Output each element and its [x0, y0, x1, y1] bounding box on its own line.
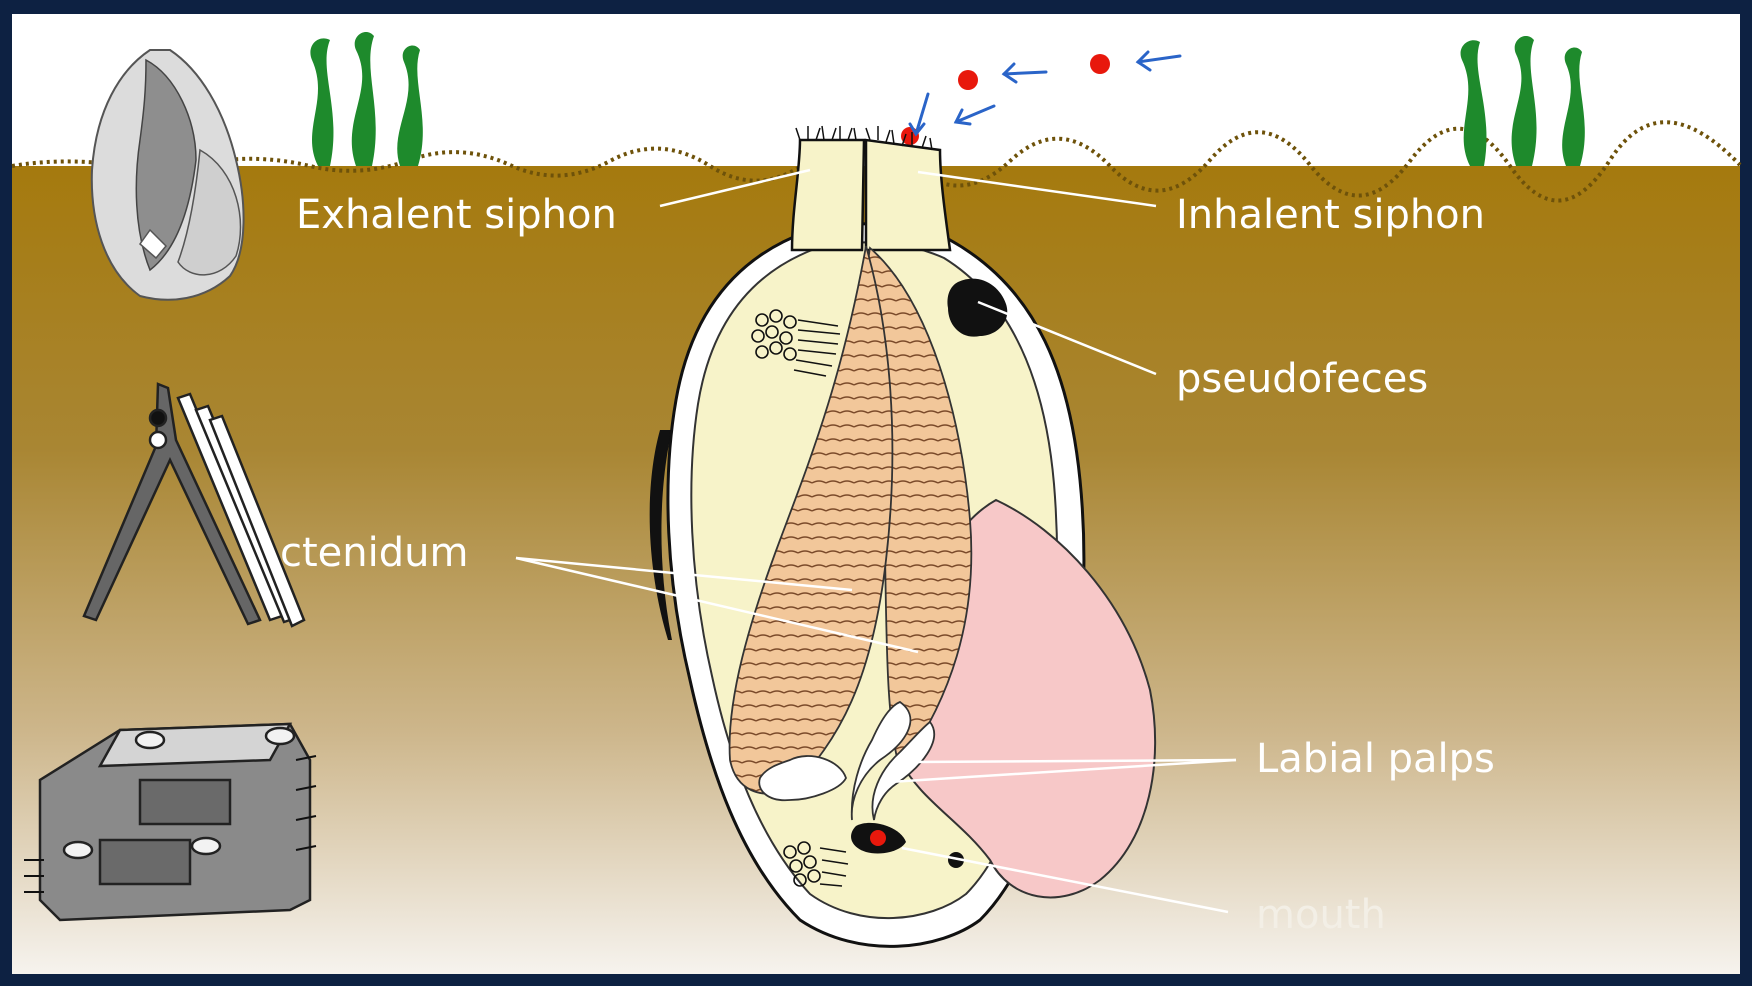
- label-mouth: mouth: [1256, 892, 1386, 938]
- label-exhalent-siphon: Exhalent siphon: [296, 192, 617, 238]
- label-inhalent-siphon: Inhalent siphon: [1176, 192, 1485, 238]
- label-ctenidum: ctenidum: [280, 530, 468, 576]
- food-particle-at-mouth: [870, 830, 886, 846]
- inhalent-siphon-tube: [866, 140, 950, 250]
- exhalent-siphon-tube: [792, 140, 864, 250]
- label-labial-palps: Labial palps: [1256, 736, 1495, 782]
- label-pseudofeces: pseudofeces: [1176, 356, 1428, 402]
